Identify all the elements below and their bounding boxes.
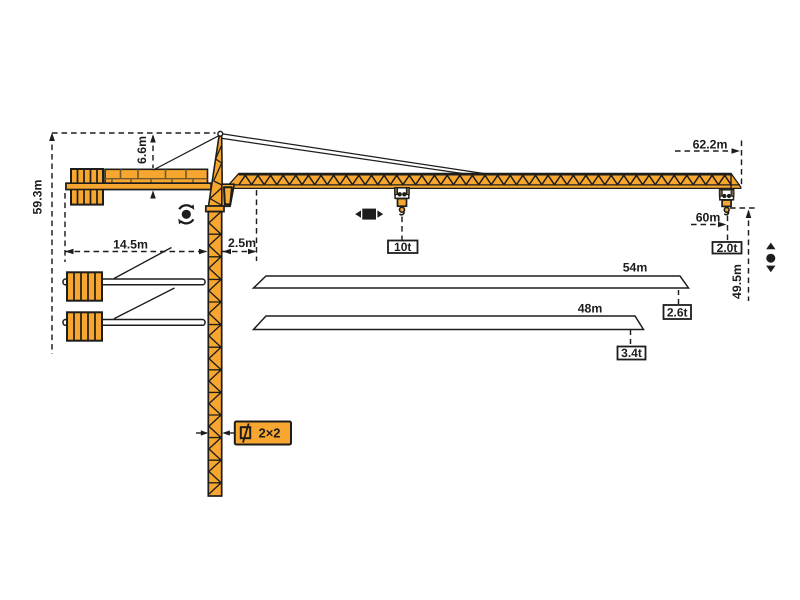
svg-text:2.5m: 2.5m <box>228 236 256 250</box>
svg-text:6.6m: 6.6m <box>135 136 149 164</box>
svg-text:60m: 60m <box>696 211 721 225</box>
svg-text:54m: 54m <box>623 261 648 275</box>
svg-text:49.5m: 49.5m <box>730 264 744 299</box>
svg-text:3.4t: 3.4t <box>621 346 642 360</box>
svg-text:2.0t: 2.0t <box>717 241 738 255</box>
svg-text:48m: 48m <box>578 302 603 316</box>
svg-text:10t: 10t <box>394 240 411 254</box>
svg-text:62.2m: 62.2m <box>693 138 728 152</box>
svg-text:2.6t: 2.6t <box>667 306 688 320</box>
svg-text:2×2: 2×2 <box>258 426 280 441</box>
svg-text:59.3m: 59.3m <box>31 180 45 215</box>
svg-text:14.5m: 14.5m <box>113 238 148 252</box>
